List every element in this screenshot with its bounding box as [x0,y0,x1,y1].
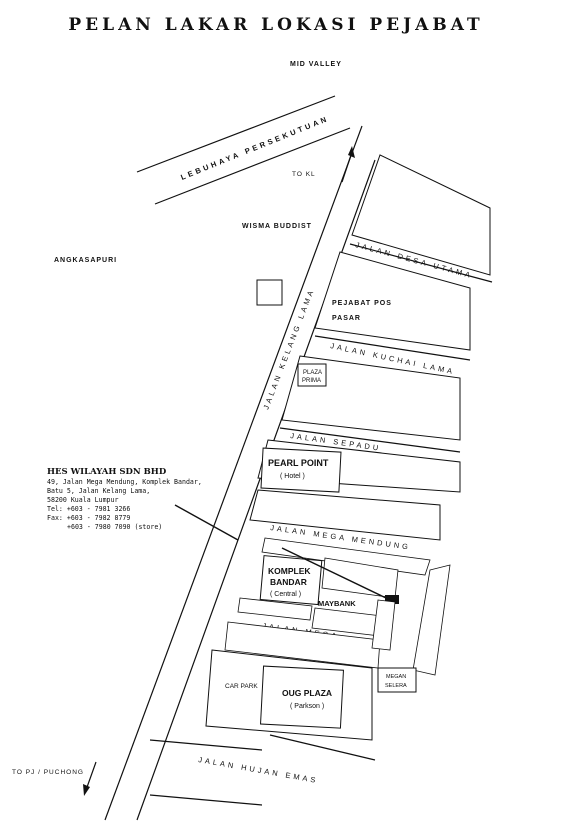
office-store: +603 - 7980 7090 (store) [67,523,162,531]
jalan-hujan-emas-road [149,734,376,806]
plaza-prima-label: PLAZA [303,370,322,376]
jalan-sepadu-road [279,427,461,453]
office-arrow-line [281,547,387,599]
office-pointer-line [174,504,239,541]
oug-plaza-label: OUG PLAZA [282,688,332,698]
wisma-buddist-label: WISMA BUDDIST [242,223,312,230]
maybank-label: MAYBANK [318,599,356,608]
to-pj-label: TO PJ / PUCHONG [12,769,84,776]
jalan-kuchai-lama-road [314,335,471,361]
angkasapuri-label: ANGKASAPURI [54,257,117,264]
pasar-label: PASAR [332,315,361,322]
shops-right-inner [371,599,396,651]
oug-plaza-sub: ( Parkson ) [290,703,324,710]
block-long [249,489,441,541]
mid-valley-label: MID VALLEY [290,61,342,68]
building-square [256,279,283,306]
komplek-bandar-building [259,555,323,606]
office-name: HES WILAYAH SDN BHD [47,467,167,477]
plaza-prima-building [297,363,327,387]
megan-selera-label-2: SELERA [385,683,407,689]
block-top-right [351,154,491,276]
office-addr-3: 58200 Kuala Lumpur [47,496,118,504]
shops-right-column [412,564,451,676]
car-park-label: CAR PARK [225,683,258,690]
plaza-prima-label-2: PRIMA [302,378,321,384]
lebuhaya-persekutuan-road [136,95,351,205]
office-location-marker [385,595,399,604]
pearl-point-label: PEARL POINT [268,458,329,468]
komplek-bandar-shops-bottom [237,597,313,621]
to-pj-arrow [83,761,97,796]
to-kl-label: TO KL [292,171,316,178]
oug-plaza-building [260,665,344,729]
map-title: PELAN LAKAR LOKASI PEJABAT [68,15,483,35]
office-tel: Tel: +603 - 7981 3266 [47,505,130,513]
megan-selera-label: MEGAN [386,674,406,680]
pearl-point-building [260,447,342,493]
office-fax: Fax: +603 - 7982 8779 [47,514,130,522]
office-addr-2: Batu 5, Jalan Kelang Lama, [47,487,150,495]
to-kl-arrow [341,146,355,183]
komplek-bandar-label: KOMPLEK [268,566,311,576]
megan-selera-building [377,667,417,693]
pearl-point-sub: ( Hotel ) [280,473,305,480]
jalan-desa-utama-road [349,243,493,283]
komplek-bandar-label-2: BANDAR [270,577,307,587]
komplek-bandar-sub: ( Central ) [270,591,301,598]
block-pejabat-pos [314,251,471,351]
komplek-bandar-shops-top [261,537,431,576]
jalan-hujan-emas-label: JALAN HUJAN EMAS [198,755,319,785]
office-addr-1: 49, Jalan Mega Mendung, Komplek Bandar, [47,478,202,486]
pejabat-pos-label: PEJABAT POS [332,300,392,307]
